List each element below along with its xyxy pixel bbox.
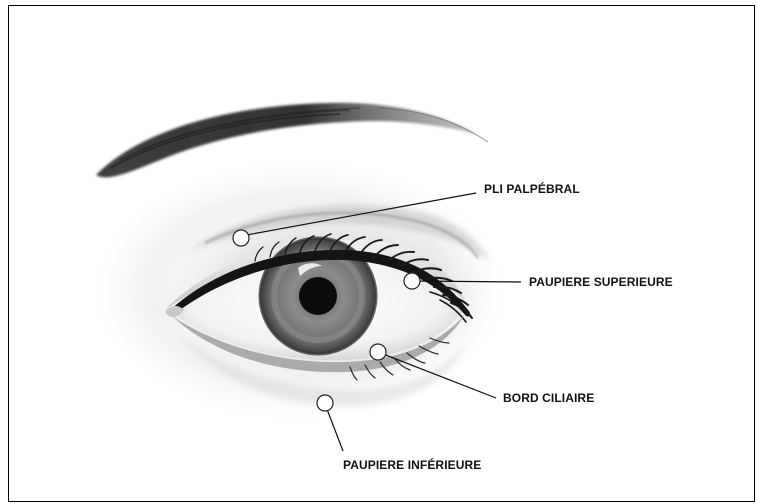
- marker-paupiere-superieure: [404, 273, 420, 289]
- marker-pli-palpebral: [233, 230, 249, 246]
- label-pli-palpebral: PLI PALPÉBRAL: [484, 182, 580, 196]
- marker-bord-ciliaire: [370, 344, 386, 360]
- pupil: [299, 277, 337, 315]
- label-paupiere-superieure: PAUPIERE SUPERIEURE: [529, 275, 673, 289]
- label-paupiere-inferieure: PAUPIERE INFÉRIEURE: [343, 458, 481, 472]
- marker-paupiere-inferieure: [317, 395, 333, 411]
- label-bord-ciliaire: BORD CILIAIRE: [503, 391, 594, 405]
